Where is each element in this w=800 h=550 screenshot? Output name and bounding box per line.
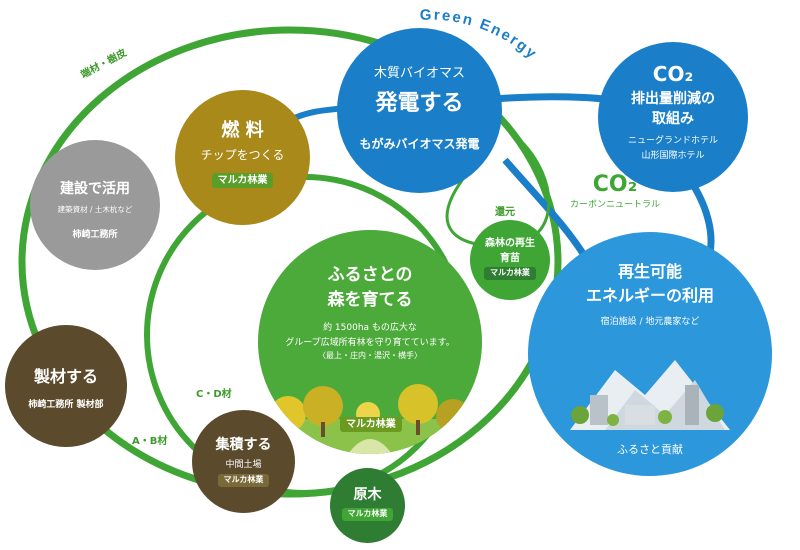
collection-sub: 中間土場 — [225, 460, 262, 470]
collection-circle: 集積する 中間土場 マルカ林業 — [192, 410, 295, 513]
return-label: 還元 — [495, 207, 515, 218]
forest-illustration — [258, 384, 482, 454]
fuel-chip-circle: 燃 料 チップをつくる マルカ林業 — [175, 90, 310, 225]
fuel-line2: チップをつくる — [200, 148, 285, 162]
renewable-footer: ふるさと貢献 — [617, 443, 683, 456]
co2-reduction-sub1: ニューグランドホテル — [627, 136, 718, 146]
biomass-power-circle: 木質バイオマス 発電する もがみバイオマス発電 — [337, 28, 502, 193]
forest-circle: ふるさとの 森を育てる 約 1500ha もの広大な グループ広域所有林を守り育… — [258, 230, 482, 454]
renewable-sub: 宿泊施設 / 地元農家など — [600, 317, 700, 327]
renewable-line2: エネルギーの利用 — [585, 286, 714, 305]
timber-company: マルカ林業 — [341, 508, 394, 521]
forest-line1: ふるさとの — [327, 265, 413, 285]
sawmill-title: 製材する — [33, 367, 98, 386]
carbon-neutral-co2: CO₂ — [592, 172, 638, 197]
co2-reduction-line2: 取組み — [652, 111, 694, 127]
construction-circle: 建設で活用 建築資材 / 土木杭など 柿崎工務所 — [30, 140, 160, 270]
seedling-line2: 育苗 — [500, 253, 520, 264]
town-illustration — [570, 360, 730, 430]
cd-material-label: C・D材 — [196, 389, 232, 400]
fuel-line1: 燃 料 — [221, 120, 264, 141]
carbon-neutral-label: CO₂ カーボンニュートラル — [570, 172, 660, 210]
forest-line2: 森を育てる — [327, 290, 413, 310]
sawmill-circle: 製材する 柿崎工務所 製材部 — [5, 325, 127, 447]
seedling-company: マルカ林業 — [484, 267, 536, 280]
renewable-line1: 再生可能 — [617, 262, 682, 281]
biomass-company: もがみバイオマス発電 — [359, 137, 480, 151]
co2-reduction-co2: CO₂ — [652, 62, 694, 86]
timber-title: 原木 — [353, 487, 382, 503]
forest-desc1: 約 1500ha もの広大な — [323, 323, 417, 333]
co2-reduction-circle: CO₂ 排出量削減の 取組み ニューグランドホテル 山形国際ホテル — [598, 42, 748, 192]
seedling-circle: 森林の再生 育苗 マルカ林業 — [470, 220, 550, 300]
forest-desc2: グループ広域所有林を守り育てています。 — [285, 338, 455, 348]
collection-title: 集積する — [215, 437, 272, 453]
biomass-line2: 発電する — [375, 91, 464, 116]
timber-circle: 原木 マルカ林業 — [330, 468, 405, 543]
construction-title: 建設で活用 — [60, 181, 130, 197]
construction-sub: 建築資材 / 土木杭など — [57, 205, 133, 214]
renewable-energy-circle: 再生可能 エネルギーの利用 宿泊施設 / 地元農家など ふるさと貢献 — [528, 232, 772, 476]
biomass-line1: 木質バイオマス — [373, 66, 465, 81]
construction-company: 柿崎工務所 — [72, 230, 118, 240]
sawmill-company: 柿崎工務所 製材部 — [28, 400, 104, 410]
ab-material-label: A・B材 — [132, 436, 168, 447]
forest-company: マルカ林業 — [340, 417, 402, 432]
co2-reduction-sub2: 山形国際ホテル — [641, 151, 705, 161]
seedling-line1: 森林の再生 — [485, 238, 535, 249]
forest-desc3: 〈最上・庄内・湯沢・横手〉 — [318, 351, 422, 360]
fuel-company: マルカ林業 — [211, 173, 274, 188]
co2-reduction-line1: 排出量削減の — [631, 91, 715, 107]
collection-company: マルカ林業 — [217, 474, 270, 487]
carbon-neutral-text: カーボンニュートラル — [570, 200, 661, 210]
